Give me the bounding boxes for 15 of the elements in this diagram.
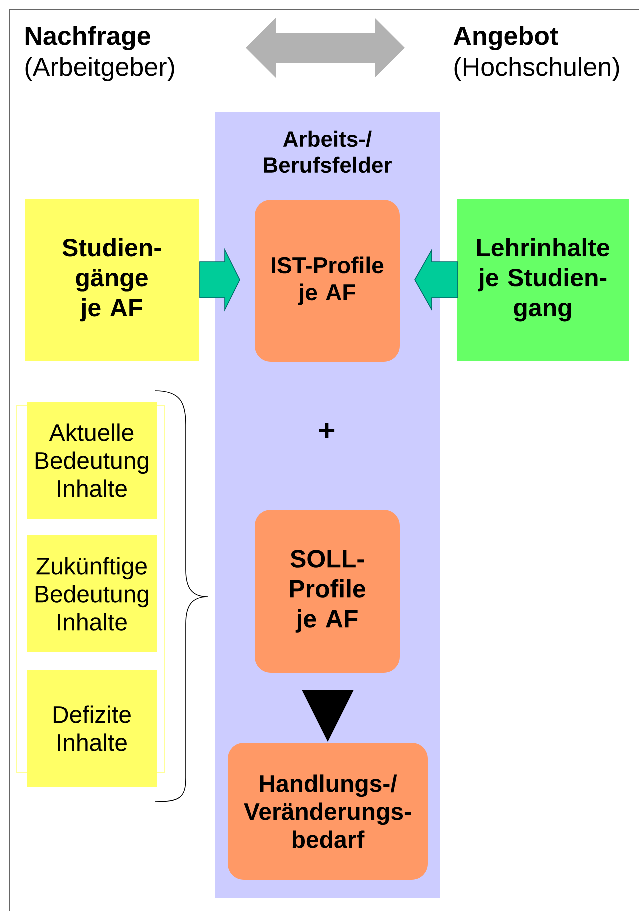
criteria-box: Defizite Inhalte — [27, 670, 157, 787]
criteria-box: Aktuelle Bedeutung Inhalte — [27, 402, 157, 519]
rounded-box: Handlungs-/ Veränderungs- bedarf — [228, 743, 428, 880]
rounded-box: IST-Profile je AF — [255, 200, 400, 362]
criteria-box: Zukünftige Bedeutung Inhalte — [27, 536, 157, 652]
plus-sign: + — [320, 423, 335, 438]
rounded-box: SOLL- Profile je AF — [255, 510, 400, 673]
side-heading: Nachfrage (Arbeitgeber) — [26, 26, 174, 82]
block-arrow — [414, 248, 458, 312]
double-arrow — [246, 18, 405, 78]
triangle-arrow — [302, 690, 354, 742]
input-box: Studien- gänge je AF — [25, 199, 199, 361]
block-arrow — [200, 248, 240, 312]
input-box: Lehrinhalte je Studien- gang — [457, 199, 629, 361]
side-heading: Angebot (Hochschulen) — [454, 26, 620, 82]
